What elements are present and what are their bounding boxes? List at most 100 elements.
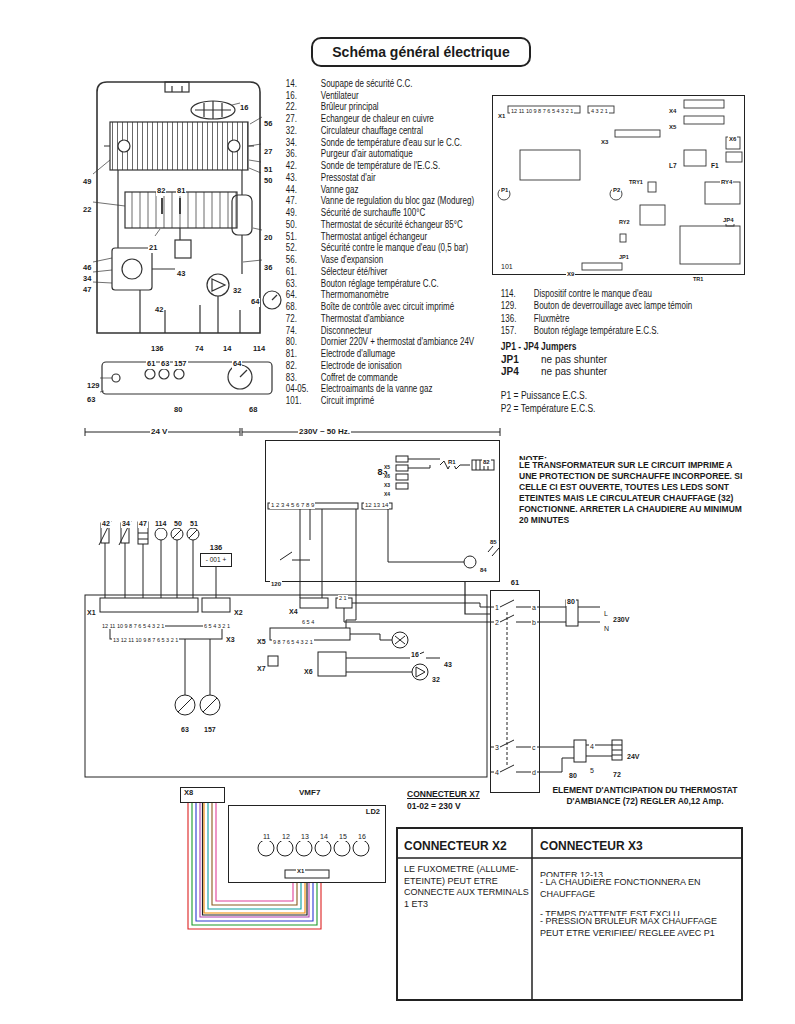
ld2-parts-part — [277, 840, 293, 856]
ld2-parts-part — [258, 840, 274, 856]
label-anchor: X5 — [668, 115, 677, 133]
pin-number: N — [603, 625, 610, 633]
label-anchor: 13 — [300, 825, 310, 843]
pin-number: 12 13 14 — [364, 502, 389, 509]
label-anchor: 44. — [285, 179, 301, 197]
label-anchor: 20 — [263, 226, 273, 244]
ld2-parts-part — [334, 840, 350, 856]
label-anchor: Vanne gaz — [320, 179, 369, 197]
part-number: 32. — [285, 125, 298, 137]
connector-name: X5 — [383, 465, 391, 471]
label-anchor: 2 — [494, 611, 500, 629]
wiring-part — [612, 745, 622, 755]
label-anchor: Ventilateur — [320, 85, 369, 103]
label-anchor: P1 — [500, 178, 509, 196]
label-anchor: RY4 — [720, 170, 733, 188]
connector-name: X5 — [256, 638, 267, 646]
label-anchor: JP4 — [500, 361, 520, 379]
label-anchor: Echangeur de chaleur en cuivre — [320, 108, 463, 126]
callout-number: 42 — [154, 306, 164, 315]
label-anchor: 27. — [285, 108, 301, 126]
label-anchor: CONNECTEUR X2 — [403, 836, 508, 854]
label-anchor: 61. — [285, 261, 301, 279]
callout-number: 34 — [82, 275, 92, 284]
wiring-part — [344, 603, 490, 622]
label-anchor: 12 13 14 — [364, 493, 389, 511]
wiring-part — [346, 652, 440, 658]
callout-number: 80 — [566, 598, 576, 606]
table-cell: LE FUXOMETRE (ALLUME-ETEINTE) PEUT ETRE … — [403, 864, 530, 911]
wiring-part — [268, 503, 358, 509]
label-anchor: 157 — [173, 352, 188, 370]
table-header: CONNECTEUR X3 — [539, 840, 644, 854]
part-number: 51. — [285, 231, 298, 243]
label-anchor: Vase d'expansion — [320, 249, 400, 267]
boiler-illustration-part — [140, 290, 240, 333]
callout-number: 36 — [263, 264, 273, 273]
label-anchor: ne pas shunter — [540, 361, 608, 379]
label-anchor: 34. — [285, 132, 301, 150]
label-anchor: 14. — [285, 73, 301, 91]
part-number: 129. — [500, 300, 517, 312]
top-pcb-parts-part — [680, 226, 740, 264]
control-box: 83 — [265, 440, 500, 582]
connector-note: CONNECTEUR X7 — [406, 790, 481, 800]
label-anchor: 81 — [176, 179, 186, 197]
wiring-part — [318, 652, 346, 676]
top-pcb-parts-part — [684, 116, 724, 124]
part-name: Dornier 220V + thermostat d'ambiance 24V — [320, 336, 475, 348]
boiler-illustration-part — [165, 82, 189, 92]
label-anchor: X4 — [383, 482, 391, 500]
voltage-label: 24V — [626, 753, 640, 761]
callout-number: 14 — [222, 345, 232, 354]
wiring-part — [202, 598, 230, 612]
top-pcb-parts-part — [498, 188, 510, 200]
label-anchor: N — [603, 617, 610, 635]
boiler-illustration-part — [162, 198, 180, 214]
label-anchor: 43. — [285, 167, 301, 185]
label-anchor: - LA CHAUDIERE FONCTIONNERA EN CHAUFFAGE — [539, 877, 737, 900]
label-anchor: Sécurité contre le manque d'eau (0,5 bar… — [320, 237, 506, 255]
boiler-illustration-part — [122, 259, 142, 279]
label-anchor: 36 — [263, 256, 273, 274]
label-anchor: X4 — [668, 99, 677, 117]
label-anchor: Thermomanomètre — [320, 284, 407, 302]
part-name: Thermostat antigel échangeur — [320, 231, 428, 243]
title-frame — [312, 38, 530, 66]
label-anchor: Electrode d'allumage — [320, 343, 415, 361]
label-anchor: Thermostat antigel échangeur — [320, 226, 455, 244]
part-number: 47. — [285, 195, 298, 207]
wiring-part — [540, 607, 566, 622]
label-anchor: 13 12 11 10 9 8 7 6 5 3 2 1 — [112, 628, 179, 646]
label-anchor: 63 — [160, 352, 170, 370]
wiring-part — [350, 634, 392, 640]
part-number: 72. — [285, 313, 298, 325]
label-anchor: P2 = Température E.C.S. — [500, 398, 613, 416]
label-anchor: Thermostat de sécurité échangeur 85°C — [320, 214, 499, 232]
part-name: Thermostat de sécurité échangeur 85°C — [320, 219, 464, 231]
pin-number: 13 — [300, 833, 310, 841]
leader-line-part — [93, 258, 112, 262]
callout-number: 32 — [232, 287, 242, 296]
label-anchor: Pressostat d'air — [320, 167, 391, 185]
callout-number: 47 — [82, 286, 92, 295]
label-anchor: 22. — [285, 96, 301, 114]
label-anchor: 3 — [494, 736, 500, 754]
label-anchor: 114 — [154, 512, 167, 530]
part-name: Fluxmètre — [533, 313, 570, 325]
callout-number: 114 — [252, 345, 266, 354]
label-anchor: ELEMENT D'ANTICIPATION DU THERMOSTAT D'A… — [545, 785, 745, 807]
connector-name: TR1 — [692, 276, 704, 282]
part-name: Sonde de température d'eau sur le C.C. — [320, 137, 463, 149]
label-anchor: 16. — [285, 85, 301, 103]
top-pcb-parts-part — [582, 263, 622, 270]
label-anchor: 11 — [262, 825, 271, 843]
boiler-illustration-part — [212, 279, 225, 291]
leader-line-part — [93, 202, 125, 206]
label-anchor: 42. — [285, 155, 301, 173]
part-name: Thermomanomètre — [320, 289, 390, 301]
label-anchor: L7 — [668, 154, 678, 172]
label-anchor: 63 — [180, 718, 190, 736]
label-anchor: Thermostat d'ambiance — [320, 308, 426, 326]
